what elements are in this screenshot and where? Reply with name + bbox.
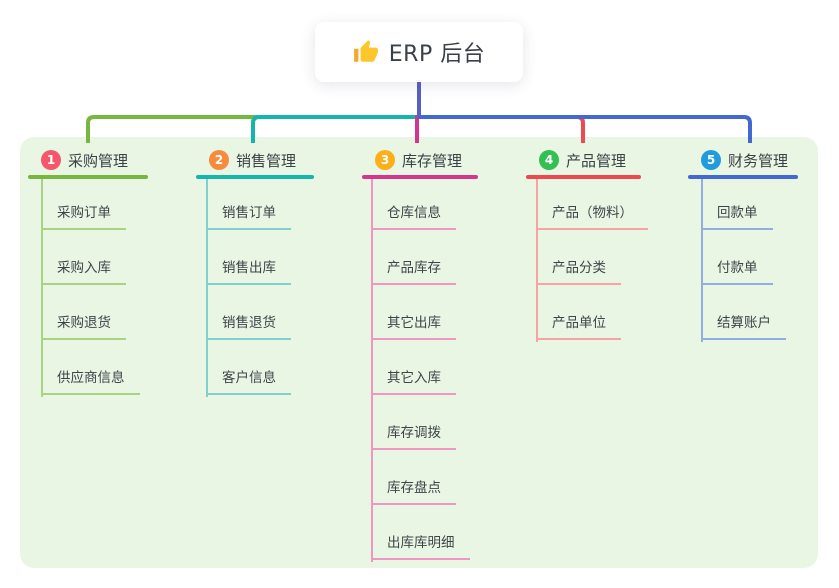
branch-title-label: 采购管理 — [68, 151, 129, 170]
root-node[interactable]: ERP 后台 — [315, 22, 523, 82]
branch-title[interactable]: 2 销售管理 — [209, 147, 296, 173]
child-node-label: 出库库明细 — [387, 535, 455, 551]
child-node[interactable]: 产品单位 — [536, 306, 621, 340]
child-node[interactable]: 采购入库 — [41, 251, 126, 285]
child-node[interactable]: 仓库信息 — [371, 196, 456, 230]
child-node-label: 产品单位 — [552, 315, 606, 331]
child-node-label: 仓库信息 — [387, 205, 441, 221]
child-node-label: 销售退货 — [222, 315, 276, 331]
child-node-label: 回款单 — [717, 205, 758, 221]
child-node[interactable]: 库存盘点 — [371, 471, 456, 505]
child-node-label: 销售出库 — [222, 260, 276, 276]
branch-number-badge: 1 — [41, 150, 61, 170]
branch-title-label: 销售管理 — [236, 151, 297, 170]
child-node-label: 库存调拨 — [387, 425, 441, 441]
branch-title[interactable]: 5 财务管理 — [701, 147, 788, 173]
child-node-label: 结算账户 — [717, 315, 771, 331]
child-node-label: 销售订单 — [222, 205, 276, 221]
branch-number-badge: 4 — [539, 150, 559, 170]
child-node[interactable]: 销售订单 — [206, 196, 291, 230]
branch-number-badge: 2 — [209, 150, 229, 170]
child-node[interactable]: 付款单 — [701, 251, 773, 285]
child-node[interactable]: 销售出库 — [206, 251, 291, 285]
child-node[interactable]: 供应商信息 — [41, 361, 140, 395]
child-node[interactable]: 产品库存 — [371, 251, 456, 285]
child-node-label: 供应商信息 — [57, 370, 125, 386]
child-node-label: 采购入库 — [57, 260, 111, 276]
child-node-label: 产品库存 — [387, 260, 441, 276]
child-node-label: 其它入库 — [387, 370, 441, 386]
child-node-label: 采购退货 — [57, 315, 111, 331]
child-node[interactable]: 出库库明细 — [371, 526, 470, 560]
branch-title-label: 库存管理 — [402, 151, 463, 170]
child-node[interactable]: 库存调拨 — [371, 416, 456, 450]
child-node[interactable]: 产品（物料） — [536, 196, 648, 230]
child-node-label: 客户信息 — [222, 370, 276, 386]
child-node[interactable]: 采购退货 — [41, 306, 126, 340]
branch-number-badge: 3 — [375, 150, 395, 170]
thumbs-up-icon — [353, 39, 379, 65]
child-node-label: 其它出库 — [387, 315, 441, 331]
branch-title[interactable]: 3 库存管理 — [375, 147, 462, 173]
branch-number-badge: 5 — [701, 150, 721, 170]
child-node[interactable]: 产品分类 — [536, 251, 621, 285]
branch-title[interactable]: 1 采购管理 — [41, 147, 128, 173]
child-node[interactable]: 客户信息 — [206, 361, 291, 395]
child-node-label: 付款单 — [717, 260, 758, 276]
child-node[interactable]: 结算账户 — [701, 306, 786, 340]
child-node[interactable]: 其它入库 — [371, 361, 456, 395]
branch-title[interactable]: 4 产品管理 — [539, 147, 626, 173]
branch-title-label: 财务管理 — [728, 151, 789, 170]
child-node[interactable]: 销售退货 — [206, 306, 291, 340]
child-node[interactable]: 采购订单 — [41, 196, 126, 230]
root-node-label: ERP 后台 — [388, 42, 486, 67]
child-node-label: 产品（物料） — [552, 205, 633, 221]
child-node[interactable]: 回款单 — [701, 196, 773, 230]
branch-title-label: 产品管理 — [566, 151, 627, 170]
child-node-label: 采购订单 — [57, 205, 111, 221]
mindmap-background-panel — [20, 137, 818, 568]
child-node-label: 产品分类 — [552, 260, 606, 276]
child-node-label: 库存盘点 — [387, 480, 441, 496]
child-node[interactable]: 其它出库 — [371, 306, 456, 340]
